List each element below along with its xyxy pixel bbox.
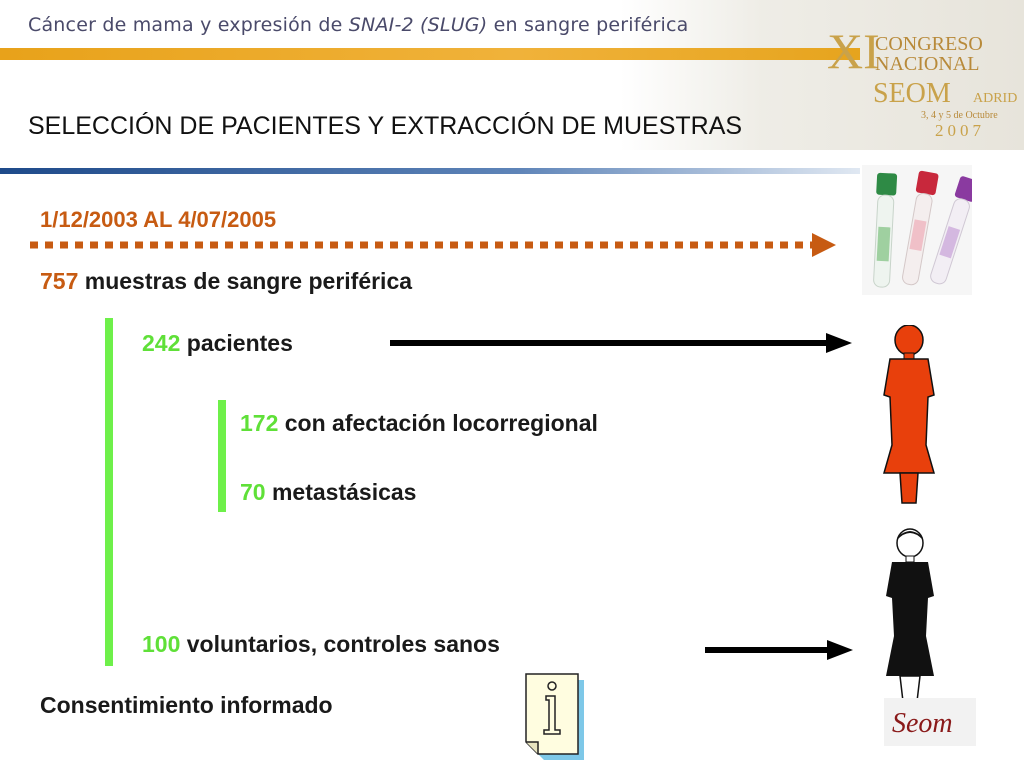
- date-range: 1/12/2003 AL 4/07/2005: [40, 207, 277, 232]
- metastatic-text: metastásicas: [265, 479, 417, 505]
- header-gold-bar: [0, 48, 860, 60]
- logo-line1: CONGRESO: [875, 33, 983, 55]
- header-title-post: en sangre periférica: [487, 14, 689, 36]
- patients-number: 242: [142, 330, 181, 356]
- logo-brand: SEOM: [873, 78, 951, 109]
- section-divider: [0, 168, 860, 174]
- group-bracket-outer: [105, 318, 113, 666]
- logo-line2: NACIONAL: [875, 53, 979, 75]
- controls-number: 100: [142, 631, 181, 657]
- logo-year: 2007: [935, 121, 985, 140]
- info-document-icon: [525, 673, 584, 760]
- seom-small-text: Seom: [892, 708, 953, 739]
- seom-small-logo: Seom: [884, 698, 976, 746]
- section-title: SELECCIÓN DE PACIENTES Y EXTRACCIÓN DE M…: [28, 112, 743, 140]
- controls-text: voluntarios, controles sanos: [180, 631, 500, 657]
- patients-line: 242 pacientes: [142, 330, 293, 357]
- consent-text: Consentimiento informado: [40, 692, 333, 718]
- samples-number: 757: [40, 268, 79, 294]
- locoregional-number: 172: [240, 410, 279, 436]
- controls-arrow: [705, 640, 853, 660]
- samples-text: muestras de sangre periférica: [78, 268, 413, 294]
- congress-logo: XI CONGRESO NACIONAL SEOM ADRID 3, 4 y 5…: [827, 23, 1017, 140]
- locoregional-text: con afectación locorregional: [278, 410, 598, 436]
- header-title-italic: SNAI-2 (SLUG): [348, 14, 488, 36]
- control-woman-icon: [886, 528, 934, 711]
- samples-line: 757 muestras de sangre periférica: [40, 268, 412, 295]
- metastatic-line: 70 metastásicas: [240, 479, 416, 506]
- locoregional-line: 172 con afectación locorregional: [240, 410, 598, 437]
- header-title-pre: Cáncer de mama y expresión de: [28, 14, 349, 36]
- logo-dates: 3, 4 y 5 de Octubre: [921, 110, 998, 121]
- patient-woman-icon: [883, 325, 935, 504]
- patients-arrow: [390, 333, 852, 353]
- blood-tubes-image: [862, 165, 972, 295]
- metastatic-number: 70: [240, 479, 266, 505]
- logo-roman-numeral: XI: [827, 23, 880, 79]
- timeline-dotted-arrow: [30, 233, 836, 257]
- controls-line: 100 voluntarios, controles sanos: [142, 631, 500, 658]
- logo-city: ADRID: [973, 91, 1017, 106]
- group-bracket-inner: [218, 400, 226, 512]
- patients-text: pacientes: [180, 330, 293, 356]
- slide-header-title: Cáncer de mama y expresión de SNAI-2 (SL…: [28, 14, 689, 36]
- header-background-image: [620, 0, 1024, 150]
